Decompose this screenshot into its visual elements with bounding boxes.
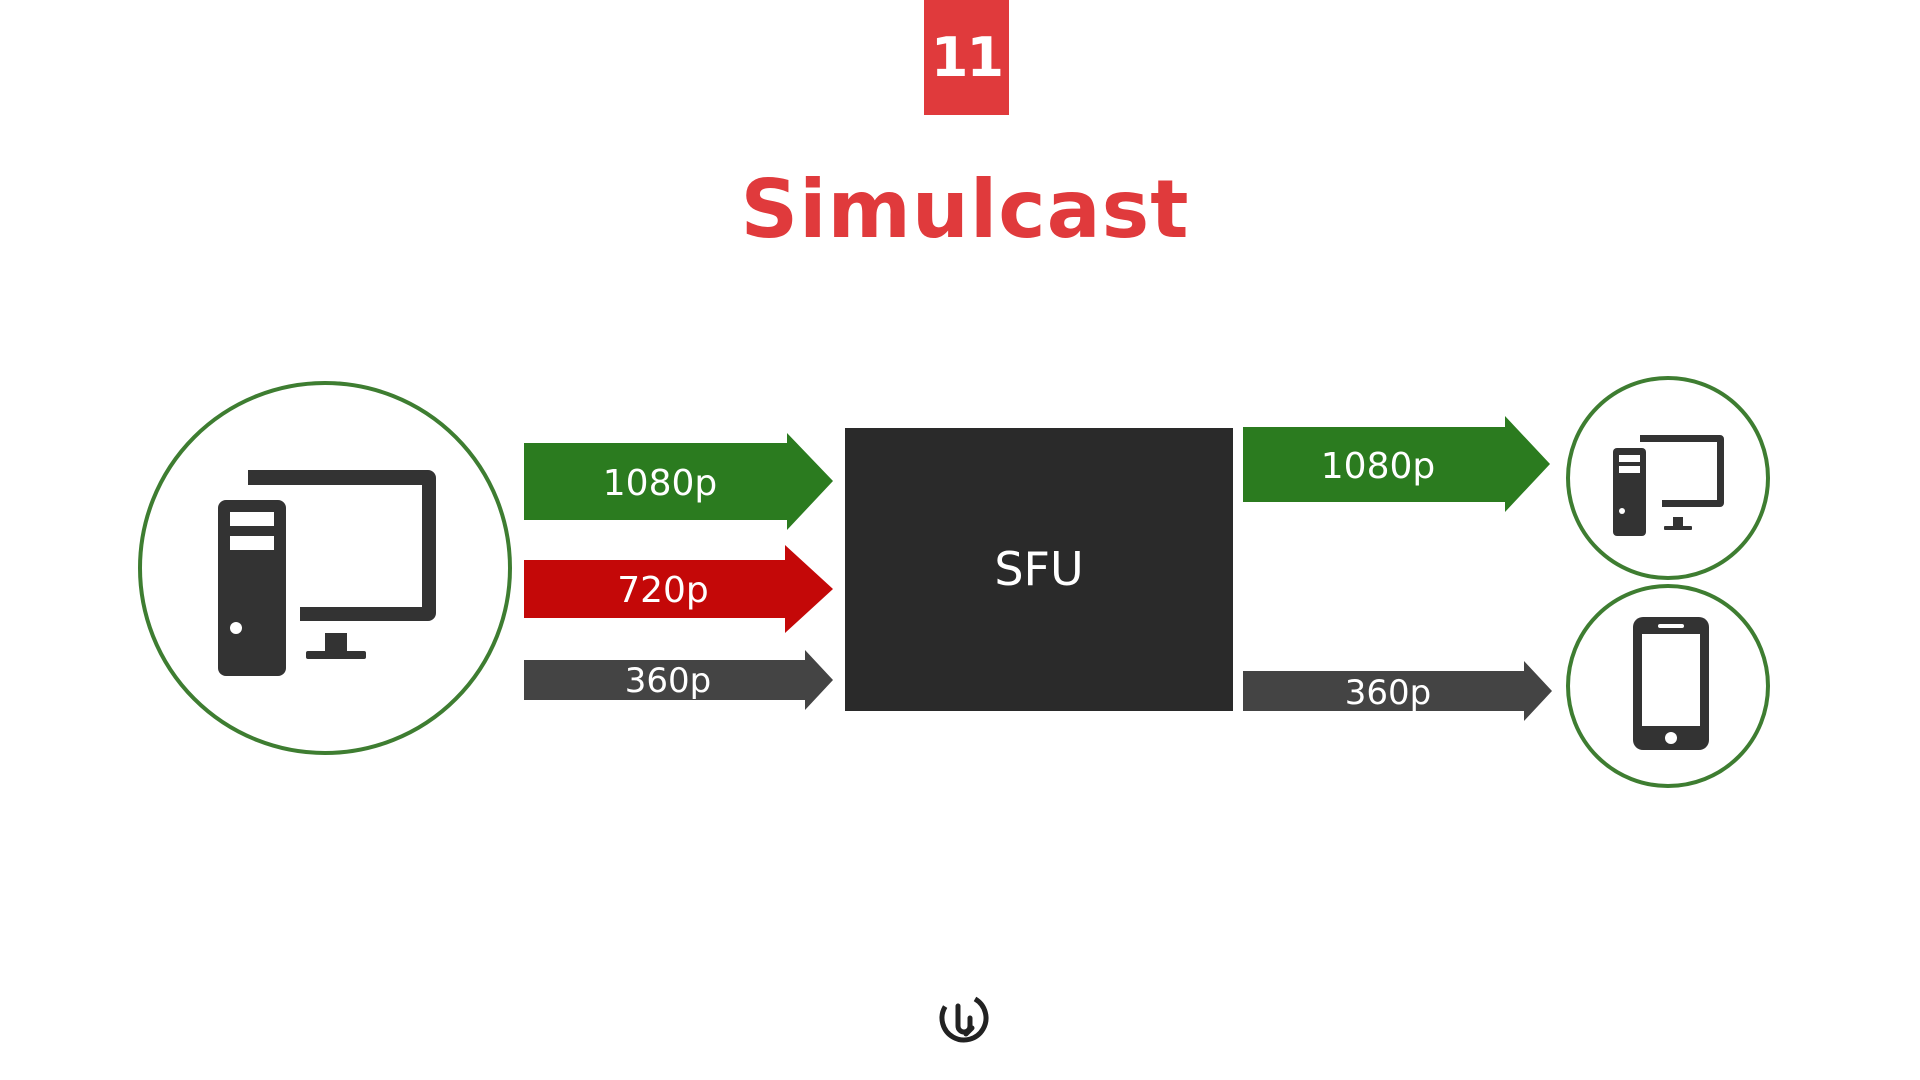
slide-number: 11 xyxy=(930,26,1004,89)
slide-title: Simulcast xyxy=(740,163,1190,256)
downstream-arrow-360p: 360p xyxy=(1243,661,1552,721)
brand-logo-icon xyxy=(939,993,989,1043)
downstream-label-1080p: 1080p xyxy=(1321,446,1435,487)
smartphone-icon xyxy=(1633,617,1709,750)
downstream-label-360p: 360p xyxy=(1345,673,1431,713)
receiver-desktop-node xyxy=(1566,376,1770,580)
upstream-arrow-1080p: 1080p xyxy=(524,433,833,530)
sfu-box xyxy=(845,428,1233,711)
sender-circle xyxy=(138,381,512,755)
desktop-computer-icon xyxy=(1613,435,1724,536)
sfu-node: SFU xyxy=(845,428,1233,711)
receiver-phone-node xyxy=(1566,584,1770,788)
upstream-arrow-720p: 720p xyxy=(524,545,833,633)
upstream-arrow-360p: 360p xyxy=(524,650,833,710)
sender-node xyxy=(138,381,512,755)
receiver-desktop-circle xyxy=(1566,376,1770,580)
upstream-label-720p: 720p xyxy=(617,570,709,611)
upstream-label-360p: 360p xyxy=(625,661,711,701)
slide-number-badge: 11 xyxy=(924,0,1009,115)
downstream-arrow-1080p: 1080p xyxy=(1243,416,1550,512)
desktop-computer-icon xyxy=(218,470,436,676)
sfu-label: SFU xyxy=(994,542,1083,596)
upstream-label-1080p: 1080p xyxy=(603,463,717,504)
